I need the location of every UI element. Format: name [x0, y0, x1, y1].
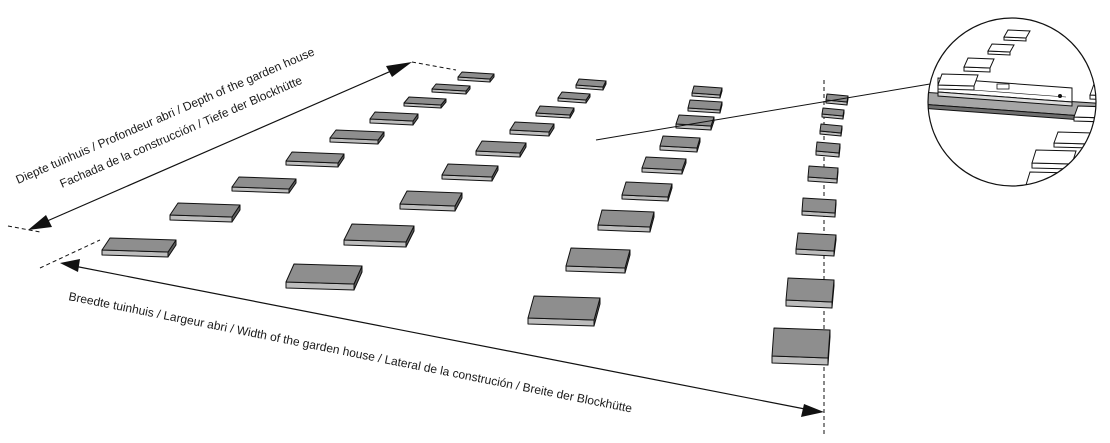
- inset-tile: [1025, 171, 1073, 186]
- foundation-tile: [659, 135, 701, 153]
- depth-dimension-line: [37, 67, 399, 226]
- foundation-tile: [475, 140, 527, 158]
- foundation-tile: [807, 165, 839, 184]
- inset-tile: [937, 73, 979, 91]
- foundation-tile: [575, 78, 607, 91]
- depth-extension-top: [411, 61, 457, 71]
- foundation-tile: [771, 327, 831, 366]
- foundation-tile: [641, 156, 687, 175]
- foundation-tile: [825, 93, 849, 106]
- foundation-tile: [815, 141, 841, 158]
- inset-tile: [987, 43, 1015, 56]
- inset-tile: [1031, 149, 1077, 170]
- foundation-tile: [441, 163, 499, 182]
- foundation-tile: [329, 129, 385, 145]
- spirit-level-icon: [928, 29, 1110, 186]
- foundation-tile: [565, 247, 631, 274]
- detail-inset-border: [927, 17, 1097, 187]
- inset-tile: [1073, 105, 1096, 123]
- foundation-tile: [343, 223, 415, 248]
- width-dimension: [39, 80, 825, 436]
- foundation-tile: [399, 190, 463, 212]
- foundation-tile: [231, 176, 297, 194]
- width-arrowhead-right-icon: [801, 404, 824, 417]
- foundation-tile: [527, 295, 601, 327]
- foundation-tile: [691, 85, 723, 99]
- foundation-tile: [821, 107, 845, 120]
- foundation-tiles: [101, 71, 849, 366]
- foundation-tile: [369, 111, 419, 126]
- foundation-tile: [801, 197, 837, 218]
- width-dimension-line: [73, 265, 811, 411]
- inset-tile: [963, 57, 995, 73]
- inset-tile: [1100, 52, 1110, 65]
- width-arrowhead-left-icon: [60, 259, 80, 272]
- foundation-tile: [597, 209, 655, 233]
- foundation-tile: [621, 181, 673, 202]
- foundation-tile: [795, 232, 837, 257]
- foundation-tile: [403, 96, 447, 109]
- inset-tile: [1003, 29, 1031, 42]
- inset-tile: [1053, 131, 1095, 149]
- foundation-tile: [819, 123, 843, 137]
- foundation-tile: [687, 99, 723, 114]
- detail-inset: [927, 17, 1110, 187]
- foundation-tile: [431, 83, 471, 95]
- depth-arrowhead-bottom-icon: [28, 215, 52, 230]
- foundation-tile: [285, 151, 345, 168]
- foundation-tile: [169, 202, 241, 223]
- inset-tile: [1089, 83, 1096, 101]
- depth-dimension: [7, 61, 457, 233]
- foundation-tile: [785, 277, 835, 309]
- foundation-tile: [535, 105, 575, 119]
- foundation-tile: [285, 263, 363, 291]
- depth-extension-bottom: [7, 225, 41, 233]
- detail-callout-line: [595, 83, 931, 141]
- foundation-tile: [675, 114, 715, 131]
- depth-label-line2: Fachada de la construcción / Tiefe der B…: [58, 73, 305, 191]
- foundation-tile: [101, 237, 177, 258]
- foundation-tile: [457, 71, 495, 83]
- foundation-tile: [557, 91, 591, 104]
- foundation-tile: [509, 121, 555, 137]
- depth-label-line1: Diepte tuinhuis / Profondeur abri / Dept…: [14, 45, 317, 187]
- depth-arrowhead-top-icon: [386, 62, 412, 77]
